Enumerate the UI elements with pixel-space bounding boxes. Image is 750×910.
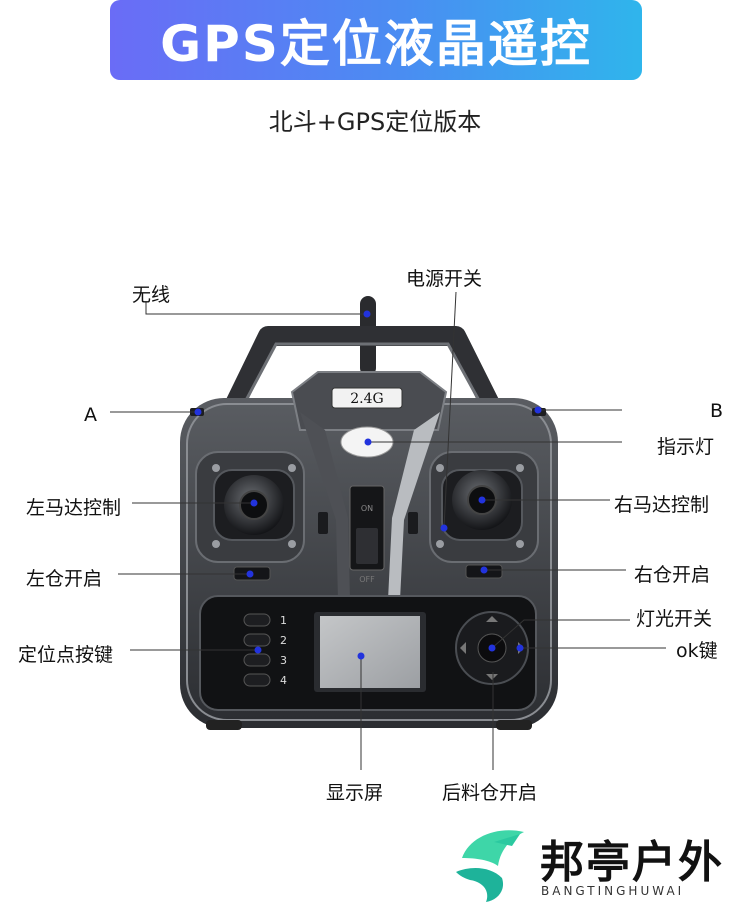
label-ok-key: ok键 xyxy=(676,640,718,662)
frequency-label: 2.4G xyxy=(350,391,383,407)
label-display: 显示屏 xyxy=(326,782,384,804)
label-indicator: 指示灯 xyxy=(657,436,715,458)
line-wireless xyxy=(145,302,367,315)
line-power-switch xyxy=(443,291,457,529)
line-light-switch xyxy=(491,619,630,649)
panel-screws xyxy=(212,464,524,548)
right-trim-tab xyxy=(408,512,418,534)
label-a: A xyxy=(84,404,97,426)
switch-off-label: OFF xyxy=(359,575,375,584)
banner-title: GPS定位液晶遥控 xyxy=(160,15,592,73)
label-wireless: 无线 xyxy=(132,284,171,306)
brand-name: 邦亭户外 xyxy=(540,837,724,888)
point-key-3: 3 xyxy=(280,654,287,667)
point-key-4: 4 xyxy=(280,674,287,687)
point-key-1: 1 xyxy=(280,614,287,627)
power-switch: ON OFF xyxy=(349,485,385,584)
switch-on-label: ON xyxy=(361,504,373,513)
label-right-motor: 右马达控制 xyxy=(614,494,710,516)
lcd-screen xyxy=(314,612,426,692)
position-keys: 1 2 3 4 xyxy=(243,613,287,687)
callout-markers xyxy=(194,310,542,660)
label-left-bin: 左仓开启 xyxy=(26,568,103,590)
frequency-plate: 2.4G xyxy=(331,387,403,409)
callout-lines xyxy=(110,291,666,770)
label-power-switch: 电源开关 xyxy=(406,268,483,290)
subtitle: 北斗+GPS定位版本 xyxy=(268,108,482,136)
label-right-bin: 右仓开启 xyxy=(634,564,711,586)
label-rear-bin: 后料仓开启 xyxy=(442,782,538,804)
point-key-2: 2 xyxy=(280,634,287,647)
right-joystick xyxy=(441,469,523,541)
label-light-switch: 灯光开关 xyxy=(636,608,713,630)
title-banner: GPS定位液晶遥控 xyxy=(110,0,642,80)
label-locate-keys: 定位点按键 xyxy=(18,644,114,666)
label-b: B xyxy=(710,400,724,422)
label-left-motor: 左马达控制 xyxy=(26,497,122,519)
left-trim-tab xyxy=(318,512,328,534)
brand-logo xyxy=(456,830,524,902)
carry-handle xyxy=(223,326,502,415)
brand-pinyin: BANGTINGHUWAI xyxy=(541,884,685,898)
